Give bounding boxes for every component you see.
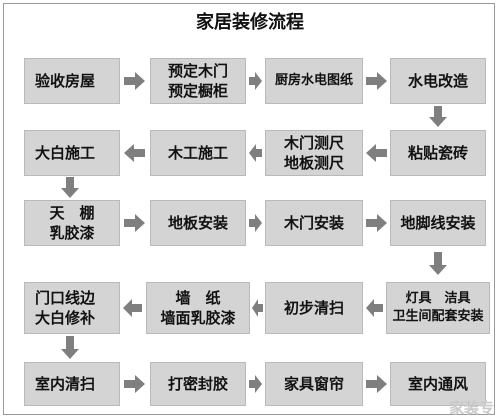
left-arrow-icon — [249, 144, 262, 162]
right-arrow-icon — [124, 72, 145, 90]
right-arrow-icon — [124, 214, 145, 232]
step-3-box: 厨房水电图纸 — [265, 58, 363, 104]
right-arrow-icon — [366, 214, 387, 232]
right-arrow-icon — [366, 375, 387, 393]
watermark: 家装专 — [448, 399, 494, 417]
step-8-box: 大白施工 — [24, 130, 120, 176]
step-1-box: 验收房屋 — [24, 58, 120, 104]
down-arrow-icon — [61, 177, 79, 198]
step-9-box: 天 棚 乳胶漆 — [24, 200, 120, 246]
step-18-box: 打密封胶 — [150, 362, 246, 406]
step-20-box: 室内通风 — [390, 362, 486, 406]
step-16-box: 门口线边 大白修补 — [24, 282, 120, 334]
right-arrow-icon — [249, 214, 262, 232]
step-10-box: 地板安装 — [150, 200, 246, 246]
step-2-box: 预定木门 预定橱柜 — [150, 58, 246, 104]
down-arrow-icon — [429, 252, 447, 275]
left-arrow-icon — [252, 299, 263, 317]
step-12-box: 地脚线安装 — [390, 200, 486, 246]
right-arrow-icon — [124, 375, 145, 393]
right-arrow-icon — [366, 72, 387, 90]
diagram-title: 家居装修流程 — [196, 12, 304, 33]
step-15-box: 墙 纸 墙面乳胶漆 — [146, 282, 250, 334]
step-13-box: 灯具 洁具 卫生间配套安装 — [386, 282, 490, 334]
down-arrow-icon — [429, 106, 447, 127]
left-arrow-icon — [366, 299, 383, 317]
step-14-box: 初步清扫 — [265, 282, 363, 334]
right-arrow-icon — [249, 375, 262, 393]
step-5-box: 粘贴瓷砖 — [390, 130, 486, 176]
left-arrow-icon — [123, 299, 142, 317]
step-19-box: 家具窗帘 — [265, 362, 363, 406]
step-7-box: 木工施工 — [150, 130, 246, 176]
left-arrow-icon — [366, 144, 387, 162]
step-17-box: 室内清扫 — [24, 362, 120, 406]
left-arrow-icon — [124, 144, 145, 162]
step-6-box: 木门测尺 地板测尺 — [265, 130, 363, 176]
step-4-box: 水电改造 — [390, 58, 486, 104]
down-arrow-icon — [61, 336, 79, 359]
right-arrow-icon — [249, 72, 262, 90]
step-11-box: 木门安装 — [265, 200, 363, 246]
